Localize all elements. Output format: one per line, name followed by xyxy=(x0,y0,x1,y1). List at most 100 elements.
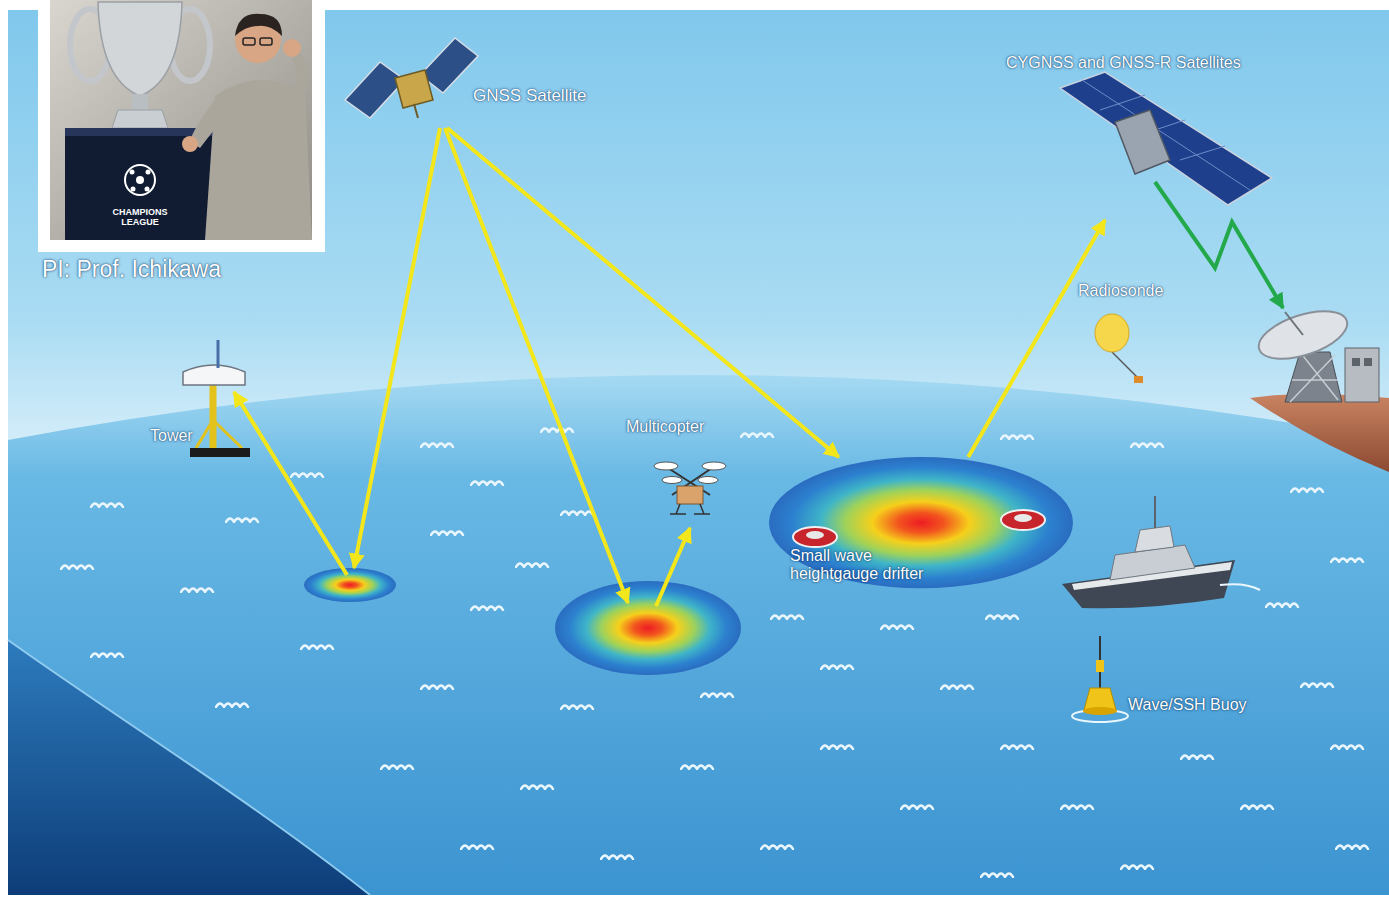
wave-mark xyxy=(421,444,453,448)
tower-leg xyxy=(196,420,213,448)
buoy-body xyxy=(1084,688,1116,710)
solar-panel xyxy=(345,62,405,118)
antenna-base xyxy=(1285,352,1342,402)
rotor xyxy=(662,477,682,484)
wave-mark xyxy=(821,666,853,670)
downlink-arrow xyxy=(1155,182,1283,308)
wave-mark xyxy=(1331,746,1363,750)
drifter-float xyxy=(793,527,837,547)
reflection-spot xyxy=(304,568,396,602)
trophy-stem xyxy=(132,94,148,112)
wave-mark xyxy=(561,706,593,710)
pedestal-text: CHAMPIONS LEAGUE xyxy=(105,207,175,228)
multicopter-box xyxy=(677,486,703,504)
wave-mark xyxy=(471,482,503,486)
cygnss-satellite: CYGNSS and GNSS-R Satellites xyxy=(1000,40,1275,220)
multicopter: Multicopter xyxy=(622,414,734,526)
wave-mark xyxy=(61,566,93,570)
node-label: Wave/SSH Buoy xyxy=(1128,696,1247,714)
wave-mark xyxy=(91,654,123,658)
coast xyxy=(1250,394,1389,472)
sky xyxy=(8,10,1389,895)
starball-star xyxy=(130,170,135,175)
photo-frame xyxy=(38,0,325,252)
node-label: Tower xyxy=(150,427,193,445)
tower-leg xyxy=(213,420,242,448)
wave-mark xyxy=(471,607,503,611)
wave-mark xyxy=(741,434,773,438)
wave-mark xyxy=(881,626,913,630)
wave-mark xyxy=(1131,444,1163,448)
node-label: Small wave heightgauge drifter xyxy=(790,547,962,584)
reflection-spot xyxy=(555,581,741,675)
wave-mark xyxy=(216,704,248,708)
wave-mark xyxy=(516,564,548,568)
rotor xyxy=(698,477,718,484)
antenna-dish xyxy=(1253,302,1353,368)
radiosonde: Radiosonde xyxy=(1074,278,1186,390)
wave-mark xyxy=(771,616,803,620)
satellite-body xyxy=(395,70,433,108)
ship-bridge xyxy=(1135,526,1174,552)
trophy-base xyxy=(112,110,168,128)
wave-mark xyxy=(601,856,633,860)
wave-mark xyxy=(986,616,1018,620)
sea-cross-section xyxy=(8,640,370,895)
wave-mark xyxy=(291,474,323,478)
drifter-top xyxy=(1014,514,1032,522)
sea-edge xyxy=(8,640,370,895)
wave-mark xyxy=(226,519,258,523)
signal-arrow xyxy=(354,128,440,568)
drifter-top xyxy=(806,531,824,539)
person-body xyxy=(205,80,312,240)
satellite-body xyxy=(1115,110,1170,174)
rotor xyxy=(654,462,678,470)
wave-mark xyxy=(421,686,453,690)
wave-mark xyxy=(981,874,1013,878)
person-hand xyxy=(182,136,198,152)
node-label: GNSS Satellite xyxy=(473,86,586,106)
radiosonde-payload xyxy=(1134,376,1143,383)
multicopter-legs xyxy=(670,504,710,514)
buoy: Wave/SSH Buoy xyxy=(1080,630,1260,730)
reflection-area-shape xyxy=(769,457,1073,588)
starball-star xyxy=(136,176,144,184)
signal-arrow xyxy=(234,392,347,575)
buoy-light xyxy=(1096,660,1104,672)
station-window xyxy=(1352,358,1360,366)
tower: Tower xyxy=(146,330,256,462)
trophy-cup xyxy=(98,2,182,96)
node-label: Radiosonde xyxy=(1078,282,1163,300)
tower-pole xyxy=(210,385,217,448)
antenna-feed xyxy=(1285,312,1303,335)
wave-mark xyxy=(561,512,593,516)
wave-mark xyxy=(941,686,973,690)
wave-mark xyxy=(1301,684,1333,688)
ship-wake xyxy=(1220,584,1260,590)
wave-mark xyxy=(1181,756,1213,760)
wave-marks xyxy=(61,429,1368,878)
signal-arrow xyxy=(968,220,1105,457)
satellite-antenna xyxy=(414,104,418,118)
tower-platform xyxy=(183,365,245,385)
person-glasses xyxy=(243,38,255,45)
photo xyxy=(50,0,312,240)
person-hand xyxy=(283,39,301,57)
wave-mark xyxy=(1061,806,1093,810)
wave-mark xyxy=(1001,436,1033,440)
pedestal xyxy=(65,128,215,240)
wave-mark xyxy=(541,429,573,433)
wave-mark xyxy=(181,589,213,593)
wave-mark xyxy=(761,846,793,850)
node-label: Multicopter xyxy=(626,418,704,436)
wave-mark xyxy=(521,786,553,790)
wave-mark xyxy=(431,532,463,536)
wave-mark xyxy=(681,766,713,770)
signal-arrow xyxy=(447,128,839,457)
station-building xyxy=(1345,348,1379,402)
